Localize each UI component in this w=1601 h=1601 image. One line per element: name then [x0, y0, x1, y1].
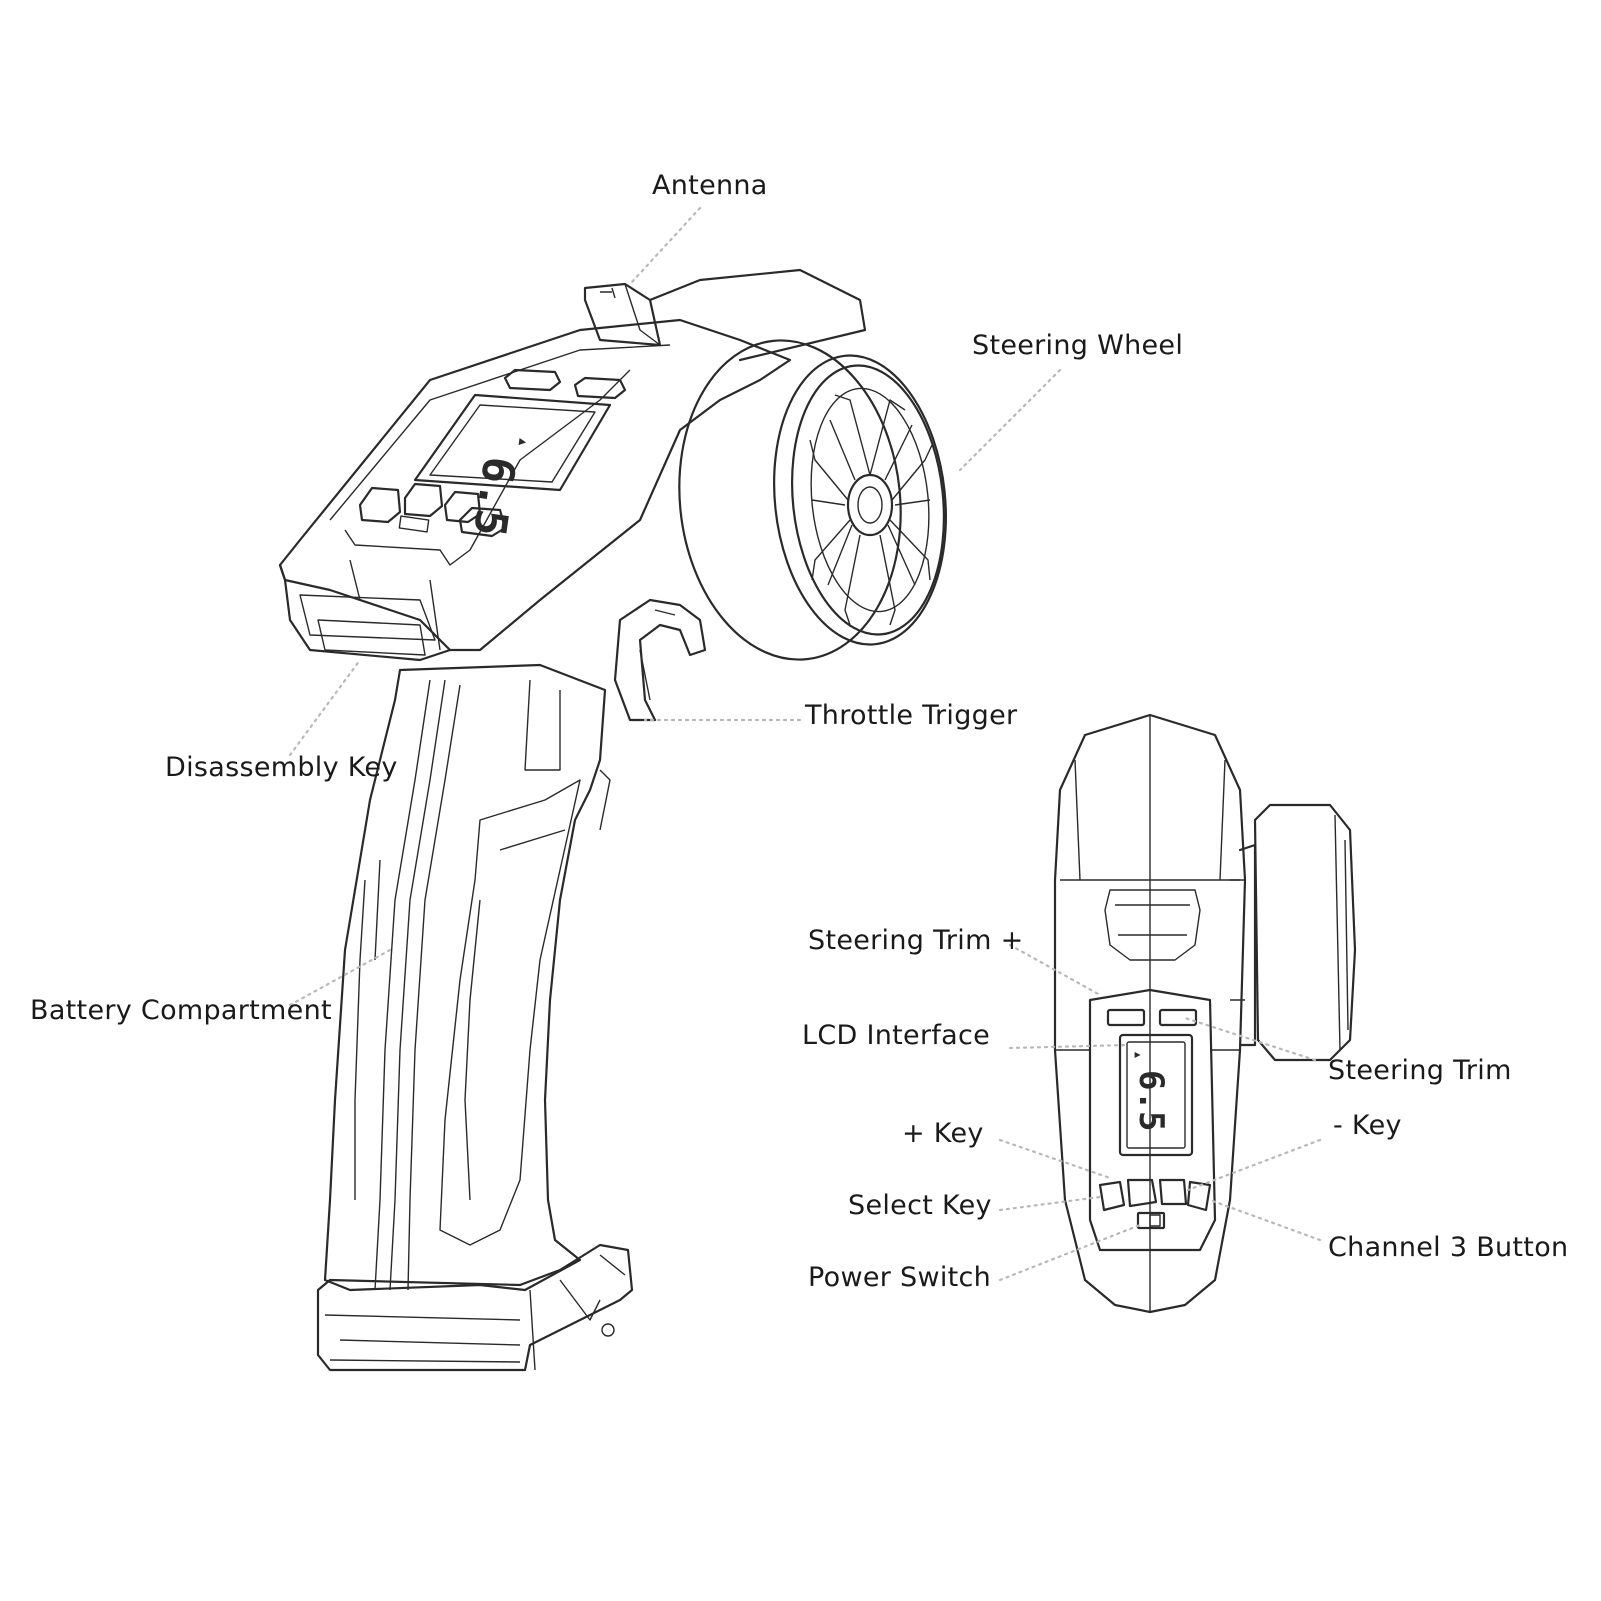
label-steering-trim-minus-line1: Steering Trim: [1328, 1055, 1512, 1086]
label-power-switch: Power Switch: [808, 1262, 992, 1293]
label-disassembly-key: Disassembly Key: [165, 752, 398, 783]
leader-lines: [288, 206, 1322, 1282]
label-lcd-interface: LCD Interface: [802, 1020, 991, 1051]
label-select-key: Select Key: [848, 1190, 992, 1221]
antenna-part: [583, 268, 867, 362]
lcd-top-reading: 6.5: [1131, 1070, 1171, 1131]
lcd-top-arrow: ▲: [1132, 1052, 1143, 1058]
label-steering-wheel: Steering Wheel: [972, 330, 1184, 361]
label-steering-trim-minus-line2: - Key: [1333, 1110, 1402, 1141]
label-channel3-button: Channel 3 Button: [1328, 1232, 1569, 1263]
label-battery-compartment: Battery Compartment: [30, 995, 332, 1026]
grip-handle: [323, 663, 611, 1292]
top-housing: [278, 318, 792, 652]
lcd-side-reading: 6.5: [463, 453, 525, 539]
lcd-side-arrow: ▲: [516, 438, 531, 448]
label-throttle-trigger: Throttle Trigger: [805, 700, 1018, 731]
steering-wheel-part: [678, 339, 947, 661]
battery-base: [316, 1243, 634, 1372]
throttle-trigger-part: [613, 598, 707, 722]
transmitter-top-view: 6.5 ▲: [1053, 713, 1357, 1314]
lcd-top: 6.5 ▲: [1118, 1033, 1194, 1157]
label-steering-trim-plus: Steering Trim +: [808, 925, 1024, 956]
lcd-side: 6.5 ▲: [413, 393, 612, 539]
power-switch-part: [1136, 1211, 1166, 1230]
top-trim-plus-button: [1106, 1008, 1146, 1027]
transmitter-side-view: 6.5 ▲: [278, 268, 947, 1372]
label-antenna: Antenna: [652, 170, 768, 201]
label-plus-key: + Key: [902, 1118, 984, 1149]
top-trim-minus-button: [1158, 1008, 1198, 1027]
